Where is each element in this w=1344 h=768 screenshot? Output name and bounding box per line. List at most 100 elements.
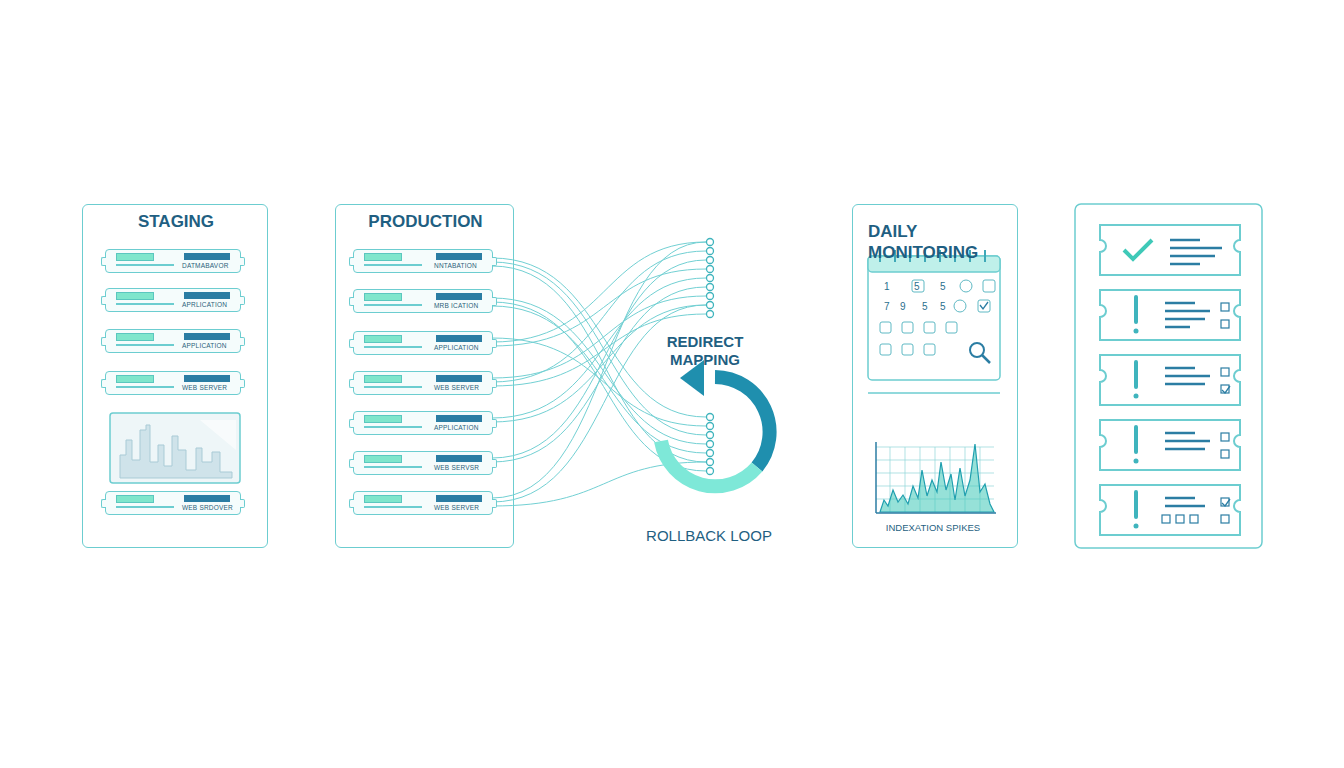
edge-notch (349, 459, 354, 468)
edge-notch (492, 339, 497, 348)
edge-notch (240, 337, 245, 346)
server-label: APPLICATION (182, 342, 227, 349)
status-bar (116, 495, 154, 503)
edge-notch (240, 499, 245, 508)
server-label: WEB SERVER (434, 504, 479, 511)
edge-notch (349, 379, 354, 388)
environment-panel: DAILY MONITORING (852, 204, 1018, 548)
small-label: INDEXATION SPIKES (870, 522, 996, 535)
server-box: APPLICATION (353, 411, 493, 435)
server-box: NNTABATION (353, 249, 493, 273)
status-bar (364, 293, 402, 301)
status-bar (184, 375, 230, 382)
status-bar (184, 292, 230, 299)
divider-line (116, 344, 174, 346)
status-bar (364, 375, 402, 383)
edge-notch (240, 379, 245, 388)
small-label: 7 (884, 300, 894, 313)
server-box: MRB ICATION (353, 289, 493, 313)
server-box: WEB SERVER (353, 371, 493, 395)
divider-line (364, 506, 422, 508)
status-bar (184, 253, 230, 260)
edge-notch (349, 499, 354, 508)
server-box: APPLICATION (353, 331, 493, 355)
status-bar (436, 415, 482, 422)
divider-line (116, 303, 174, 305)
server-box: WEB SERVSR (353, 451, 493, 475)
edge-notch (240, 296, 245, 305)
server-label: MRB ICATION (434, 302, 478, 309)
server-box: WEB SERVER (353, 491, 493, 515)
small-label: 5 (940, 300, 950, 313)
server-label: APPLICATION (434, 344, 479, 351)
status-bar (364, 455, 402, 463)
edge-notch (349, 419, 354, 428)
status-bar (116, 333, 154, 341)
panel-title: PRODUCTION (336, 212, 515, 232)
edge-notch (101, 379, 106, 388)
edge-notch (492, 297, 497, 306)
spike-chart (876, 442, 996, 513)
edge-notch (492, 379, 497, 388)
edge-notch (101, 257, 106, 266)
status-bar (116, 375, 154, 383)
server-label: WEB SERVER (434, 384, 479, 391)
small-label: 5 (922, 300, 932, 313)
edge-notch (240, 257, 245, 266)
edge-notch (101, 337, 106, 346)
status-bar (116, 292, 154, 300)
divider-line (116, 386, 174, 388)
small-label: 5 (940, 280, 950, 293)
small-label: 1 (884, 280, 894, 293)
server-label: WEB SRDOVER (182, 504, 233, 511)
server-box: APRLICATION (105, 288, 241, 312)
server-box: APPLICATION (105, 329, 241, 353)
server-box: DATMABAVOR (105, 249, 241, 273)
small-label: 5 (914, 280, 924, 293)
edge-notch (492, 257, 497, 266)
rollback-arrow (661, 360, 770, 486)
status-bar (364, 495, 402, 503)
status-bar (436, 375, 482, 382)
server-label: NNTABATION (434, 262, 477, 269)
status-bar (184, 333, 230, 340)
edge-notch (101, 499, 106, 508)
checklist-panel (1075, 204, 1262, 548)
panel-title: STAGING (83, 212, 269, 232)
calendar-icon (868, 250, 1000, 393)
server-label: WEB SERVSR (434, 464, 479, 471)
status-bar (436, 293, 482, 300)
edge-notch (349, 339, 354, 348)
edge-notch (492, 419, 497, 428)
panel-title: DAILY MONITORING (868, 221, 1010, 263)
divider-line (116, 506, 174, 508)
divider-line (364, 426, 422, 428)
server-label: DATMABAVOR (182, 262, 229, 269)
edge-notch (492, 499, 497, 508)
server-label: APRLICATION (182, 301, 227, 308)
status-bar (436, 495, 482, 502)
status-bar (436, 455, 482, 462)
divider-line (364, 304, 422, 306)
server-box: WEB SRDOVER (105, 491, 241, 515)
environment-panel: PRODUCTION NNTABATION MRB ICATION APPLICATI… (335, 204, 514, 548)
divider-line (364, 466, 422, 468)
status-bar (364, 415, 402, 423)
edge-notch (492, 459, 497, 468)
status-bar (364, 253, 402, 261)
section-label: ROLLBACK LOOP (636, 527, 782, 545)
section-label: REDIRECT MAPPING (655, 333, 755, 369)
divider-line (364, 386, 422, 388)
edge-notch (349, 297, 354, 306)
divider-line (364, 264, 422, 266)
skyline-image (110, 413, 240, 483)
divider-line (364, 346, 422, 348)
status-bar (436, 253, 482, 260)
status-bar (184, 495, 230, 502)
status-bar (116, 253, 154, 261)
status-bar (436, 335, 482, 342)
environment-panel: STAGING DATMABAVOR APRLICATION APPLICATION W… (82, 204, 268, 548)
divider-line (116, 264, 174, 266)
server-label: APPLICATION (434, 424, 479, 431)
